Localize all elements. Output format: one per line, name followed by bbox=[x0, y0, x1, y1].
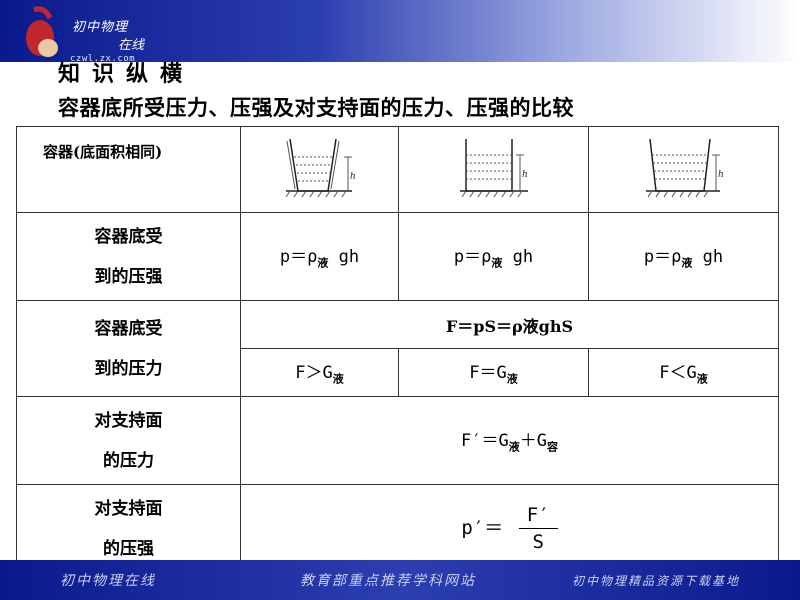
force-support-label: 对支持面 的压力 bbox=[16, 396, 241, 485]
force-bottom-merged-formula: F＝pS＝ρ液ghS bbox=[240, 300, 779, 349]
table-row-pressure-bottom: 容器底受 到的压强 p＝ρ液 gh p＝ρ液 gh p＝ρ液 gh bbox=[16, 212, 779, 301]
header-band bbox=[0, 0, 800, 62]
logo-text-2: 在线 bbox=[118, 38, 145, 53]
narrow-top-container-icon: h bbox=[645, 138, 724, 197]
svg-text:h: h bbox=[350, 172, 356, 182]
container-diagram-narrow-top: h bbox=[588, 126, 779, 213]
footer-left: 初中物理在线 bbox=[60, 573, 156, 589]
container-diagram-straight: h bbox=[398, 126, 589, 213]
pressure-bottom-cell-3: p＝ρ液 gh bbox=[588, 212, 779, 301]
pressure-bottom-cell-2: p＝ρ液 gh bbox=[398, 212, 589, 301]
fraction: F′ S bbox=[518, 504, 558, 553]
pressure-bottom-cell-1: p＝ρ液 gh bbox=[240, 212, 399, 301]
page-subtitle: 容器底所受压力、压强及对支持面的压力、压强的比较 bbox=[58, 95, 574, 120]
logo-text: 初中物理 bbox=[72, 20, 129, 35]
table-row-pressure-support: 对支持面 的压强 p′＝ F′ S bbox=[16, 484, 779, 573]
table-row-force-bottom-merged: 容器底受 到的压力 F＝pS＝ρ液ghS bbox=[16, 300, 779, 397]
footer-center: 教育部重点推荐学科网站 bbox=[300, 573, 476, 589]
site-logo[interactable]: 初中物理 在线 czwl.zx.com bbox=[14, 4, 194, 64]
force-bottom-cell-2: F＝G液 bbox=[398, 348, 589, 397]
container-diagram-wide-top: h bbox=[240, 126, 399, 213]
force-bottom-cell-1: F＞G液 bbox=[240, 348, 399, 397]
container-label: 容器(底面积相同) bbox=[16, 126, 241, 213]
svg-text:h: h bbox=[522, 170, 528, 180]
force-bottom-label: 容器底受 到的压力 bbox=[16, 300, 241, 397]
straight-container-icon: h bbox=[459, 138, 528, 197]
pressure-support-label: 对支持面 的压强 bbox=[16, 484, 241, 573]
logo-url: czwl.zx.com bbox=[70, 54, 136, 64]
footer-right: 初中物理精品资源下载基地 bbox=[572, 574, 741, 588]
force-bottom-cell-3: F＜G液 bbox=[588, 348, 779, 397]
wide-top-container-icon: h bbox=[285, 138, 356, 197]
pressure-bottom-label: 容器底受 到的压强 bbox=[16, 212, 241, 301]
table-row-container: 容器(底面积相同) h bbox=[16, 126, 779, 213]
table-row-force-support: 对支持面 的压力 F′＝G液＋G容 bbox=[16, 396, 779, 485]
table-row-force-bottom-cells: F＞G液 F＝G液 F＜G液 bbox=[17, 348, 779, 397]
footer-band: 初中物理在线 教育部重点推荐学科网站 初中物理精品资源下载基地 bbox=[0, 560, 800, 600]
force-support-formula: F′＝G液＋G容 bbox=[240, 396, 779, 485]
svg-text:h: h bbox=[718, 170, 724, 180]
comparison-table: 容器(底面积相同) h bbox=[16, 126, 779, 573]
section-title: 知识纵横 bbox=[58, 61, 195, 87]
logo-mark-icon bbox=[26, 6, 58, 57]
